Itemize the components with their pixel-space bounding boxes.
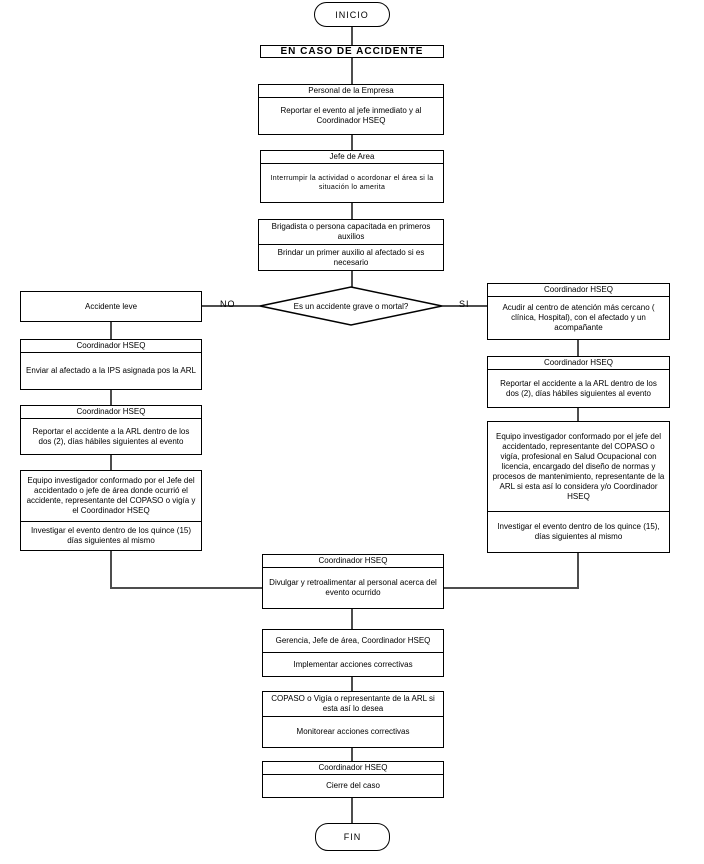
connector — [442, 305, 488, 307]
node-header: Coordinador HSEQ — [488, 284, 669, 297]
node-header: Equipo investigador conformado por el Je… — [21, 471, 201, 522]
node-personal-empresa: Personal de la Empresa Reportar el event… — [258, 84, 444, 135]
node-body: Divulgar y retroalimentar al personal ac… — [269, 578, 437, 597]
node-body: Implementar acciones correctivas — [293, 659, 413, 669]
node-header: Gerencia, Jefe de área, Coordinador HSEQ — [263, 630, 443, 653]
connector — [110, 322, 112, 340]
node-body: Interrumpir la actividad o acordonar el … — [270, 175, 434, 191]
node-right-equipo: Equipo investigador conformado por el je… — [487, 421, 670, 553]
connector — [110, 390, 112, 406]
node-header: Personal de la Empresa — [259, 85, 443, 98]
node-divulgar: Coordinador HSEQ Divulgar y retroaliment… — [262, 554, 444, 609]
node-header: Coordinador HSEQ — [263, 555, 443, 568]
node-body: Cierre del caso — [326, 781, 380, 790]
decision-diamond: Es un accidente grave o mortal? — [258, 286, 444, 326]
node-body: Acudir al centro de atención más cercano… — [502, 303, 655, 332]
connector — [351, 798, 353, 823]
node-header: Coordinador HSEQ — [263, 762, 443, 775]
end-terminal: FIN — [315, 823, 390, 851]
branch-label-si: SI — [459, 299, 470, 309]
connector — [351, 748, 353, 762]
node-header: Brigadista o persona capacitada en prime… — [259, 220, 443, 245]
node-copaso: COPASO o Vigía o representante de la ARL… — [262, 691, 444, 748]
node-header: Jefe de Area — [261, 151, 443, 164]
node-cierre: Coordinador HSEQ Cierre del caso — [262, 761, 444, 798]
branch-label-no: NO — [220, 299, 236, 309]
node-body: Investigar el evento dentro de los quinc… — [497, 522, 660, 541]
node-header: COPASO o Vigía o representante de la ARL… — [263, 692, 443, 717]
node-body: Reportar el evento al jefe inmediato y a… — [280, 106, 422, 125]
node-gerencia: Gerencia, Jefe de área, Coordinador HSEQ… — [262, 629, 444, 677]
connector — [351, 203, 353, 220]
connector — [577, 553, 579, 589]
connector — [110, 455, 112, 471]
connector — [351, 609, 353, 629]
end-terminal-label: FIN — [343, 832, 362, 842]
node-body: Reportar el accidente a la ARL dentro de… — [500, 378, 657, 398]
node-body: Investigar el evento dentro de los quinc… — [30, 526, 192, 545]
start-terminal-label: INICIO — [335, 9, 369, 20]
node-left-arl: Coordinador HSEQ Reportar el accidente a… — [20, 405, 202, 455]
node-body: Monitorear acciones correctivas — [296, 727, 410, 736]
connector — [351, 135, 353, 151]
node-body: Brindar un primer auxilio al afectado si… — [277, 247, 425, 267]
connector — [444, 587, 579, 589]
diamond-shape — [259, 286, 443, 326]
node-right-arl: Coordinador HSEQ Reportar el accidente a… — [487, 356, 670, 408]
decision-question: Es un accidente grave o mortal? — [293, 301, 409, 311]
node-left-ips: Coordinador HSEQ Enviar al afectado a la… — [20, 339, 202, 390]
connector — [577, 340, 579, 356]
node-jefe-area: Jefe de Area Interrumpir la actividad o … — [260, 150, 444, 203]
connector — [351, 57, 353, 85]
node-right-acudir: Coordinador HSEQ Acudir al centro de ate… — [487, 283, 670, 340]
connector — [351, 271, 353, 288]
start-terminal: INICIO — [314, 2, 390, 27]
node-accidente-leve: Accidente leve — [20, 291, 202, 322]
node-brigadista: Brigadista o persona capacitada en prime… — [258, 219, 444, 271]
node-body: Enviar al afectado a la IPS asignada pos… — [26, 366, 196, 375]
node-header: Coordinador HSEQ — [21, 406, 201, 419]
node-left-equipo: Equipo investigador conformado por el Je… — [20, 470, 202, 551]
connector — [351, 25, 353, 45]
node-header: Coordinador HSEQ — [488, 357, 669, 370]
connector — [110, 551, 112, 589]
connector — [202, 305, 260, 307]
page-title: EN CASO DE ACCIDENTE — [260, 45, 444, 58]
node-header: Equipo investigador conformado por el je… — [488, 422, 669, 512]
node-body: Reportar el accidente a la ARL dentro de… — [32, 426, 190, 446]
connector — [577, 408, 579, 421]
connector — [351, 677, 353, 691]
node-label: Accidente leve — [84, 301, 138, 311]
connector — [110, 587, 262, 589]
node-header: Coordinador HSEQ — [21, 340, 201, 353]
